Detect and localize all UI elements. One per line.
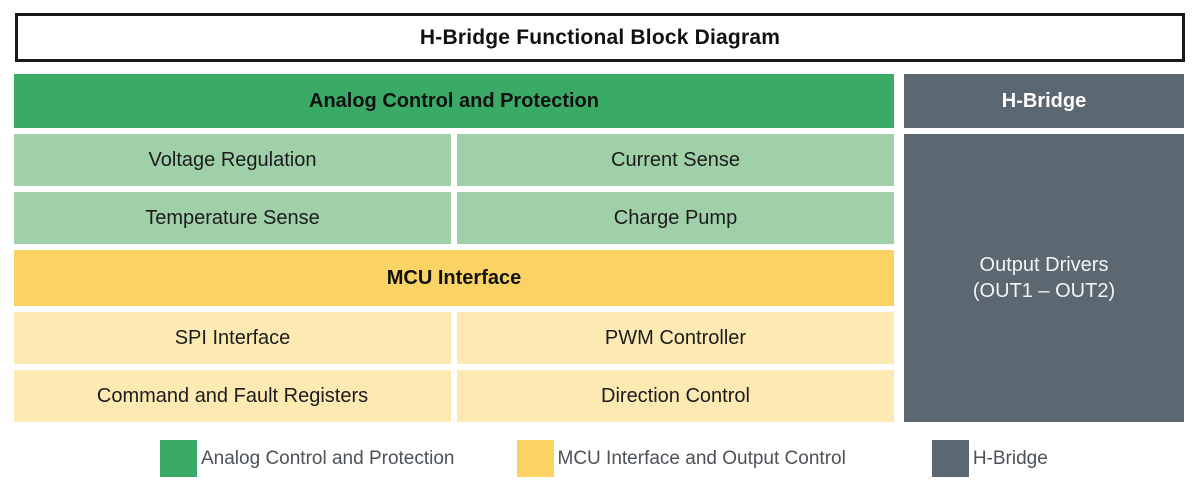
output-drivers-line1: Output Drivers — [979, 254, 1109, 276]
legend-swatch-green — [160, 440, 197, 477]
block-spi-interface: SPI Interface — [14, 312, 451, 364]
legend-swatch-yellow — [516, 440, 554, 477]
analog-section-header: Analog Control and Protection — [14, 74, 894, 128]
legend: Analog Control and Protection MCU Interf… — [160, 440, 1048, 477]
block-pwm-controller: PWM Controller — [457, 312, 894, 364]
legend-item-mcu: MCU Interface and Output Control — [516, 440, 846, 477]
block-command-fault-registers: Command and Fault Registers — [14, 370, 451, 422]
block-output-drivers: Output Drivers (OUT1 – OUT2) — [904, 134, 1184, 422]
output-drivers-line2: (OUT1 – OUT2) — [972, 280, 1116, 302]
hbridge-column: H-Bridge Output Drivers (OUT1 – OUT2) — [904, 74, 1184, 422]
control-column: Analog Control and Protection Voltage Re… — [14, 74, 894, 422]
legend-label-hbridge: H-Bridge — [972, 447, 1048, 469]
diagram-title-box: H-Bridge Functional Block Diagram — [15, 13, 1185, 62]
block-current-sense: Current Sense — [457, 134, 894, 186]
block-diagram: Analog Control and Protection Voltage Re… — [14, 74, 1184, 422]
legend-label-mcu: MCU Interface and Output Control — [557, 447, 846, 469]
block-voltage-regulation: Voltage Regulation — [14, 134, 451, 186]
legend-label-analog: Analog Control and Protection — [201, 447, 455, 469]
page-title: H-Bridge Functional Block Diagram — [419, 25, 781, 49]
analog-row-2: Temperature Sense Charge Pump — [14, 192, 894, 244]
mcu-section-header: MCU Interface — [14, 250, 894, 306]
legend-item-analog: Analog Control and Protection — [160, 440, 455, 477]
mcu-row-1: SPI Interface PWM Controller — [14, 312, 894, 364]
block-temperature-sense: Temperature Sense — [14, 192, 451, 244]
mcu-row-2: Command and Fault Registers Direction Co… — [14, 370, 894, 422]
block-charge-pump: Charge Pump — [457, 192, 894, 244]
legend-swatch-gray — [931, 440, 969, 477]
hbridge-section-header: H-Bridge — [904, 74, 1184, 128]
legend-item-hbridge: H-Bridge — [931, 440, 1048, 477]
block-direction-control: Direction Control — [457, 370, 894, 422]
analog-row-1: Voltage Regulation Current Sense — [14, 134, 894, 186]
